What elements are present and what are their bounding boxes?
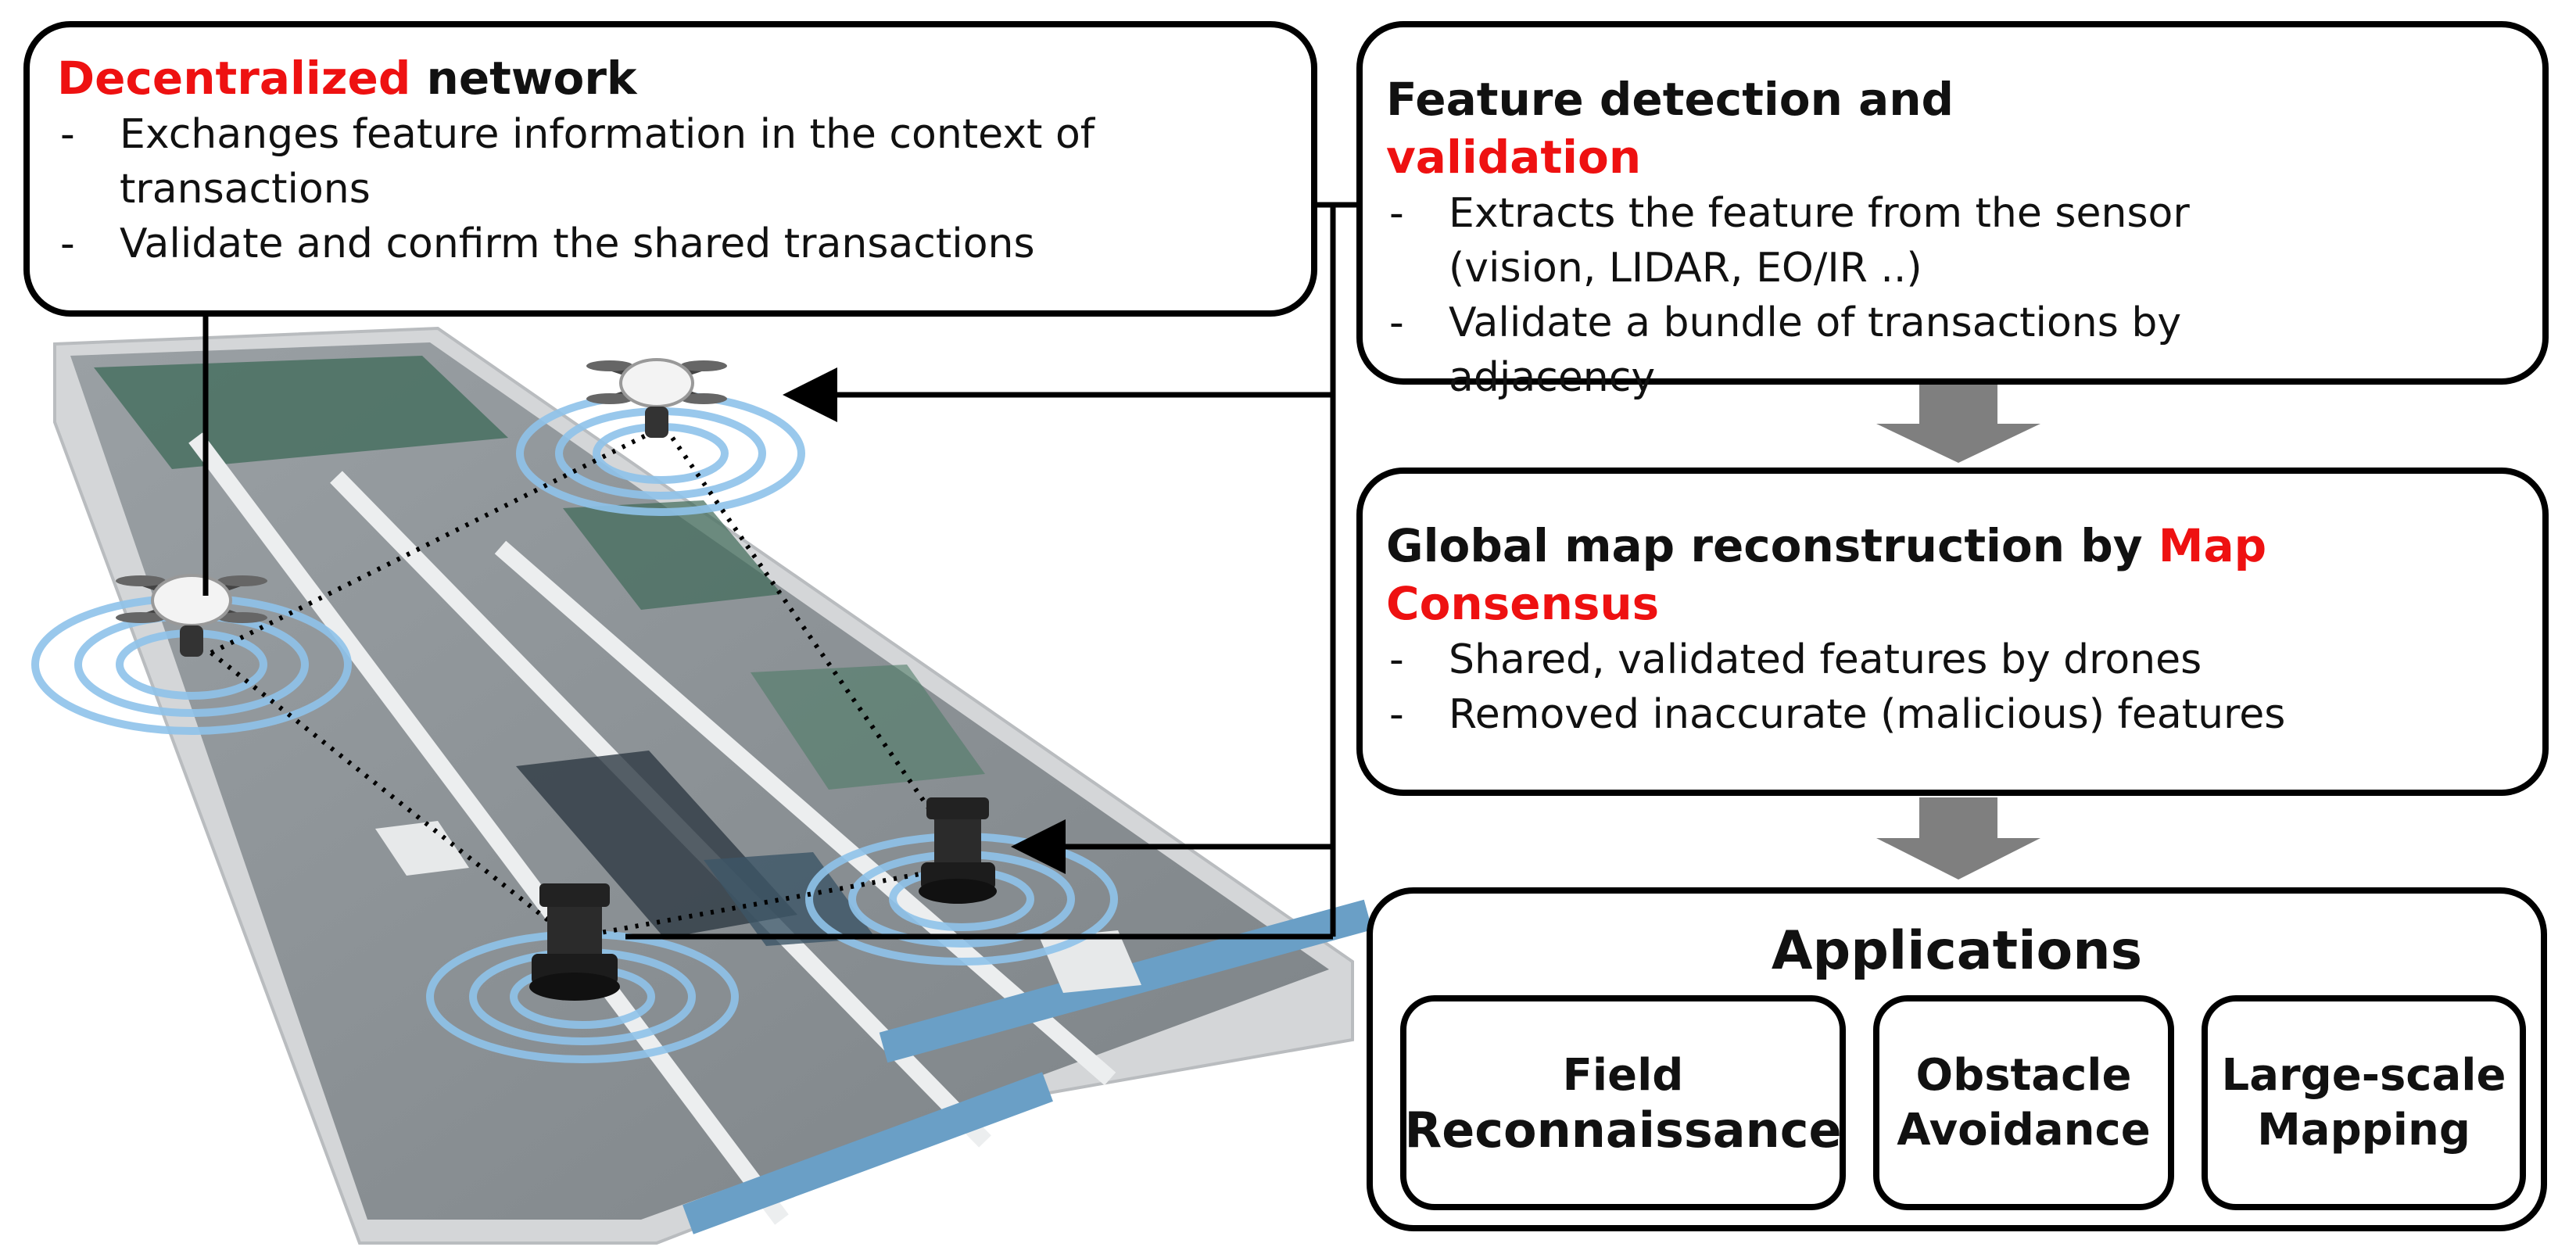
application-line: Field	[1562, 1049, 1684, 1101]
bullet-item: Extracts the feature from the sensor (vi…	[1386, 186, 2214, 296]
application-line: Reconnaissance	[1404, 1101, 1842, 1159]
decentralized-bullet-list: Exchanges feature information in the con…	[57, 107, 1280, 271]
application-line: Mapping	[2257, 1104, 2470, 1155]
bullet-item: Validate a bundle of transactions by adj…	[1386, 296, 2214, 405]
flow-arrow	[1876, 797, 2040, 880]
decentralized-network-box: Decentralized network Exchanges feature …	[23, 21, 1317, 317]
network-connectors	[202, 202, 1360, 940]
title-plain: Feature detection and	[1386, 73, 1954, 126]
bullet-item: Shared, validated features by drones	[1386, 632, 2309, 687]
title-rest: network	[410, 52, 637, 105]
drone-icon	[586, 358, 727, 438]
title-highlight: validation	[1386, 131, 1642, 184]
title-highlight: Map Consensus	[1386, 519, 2267, 630]
map-reconstruction-box: Global map reconstruction by Map Consens…	[1356, 468, 2549, 796]
map-reconstruction-title: Global map reconstruction by Map Consens…	[1386, 517, 2270, 632]
application-line: Avoidance	[1897, 1104, 2151, 1155]
communication-links	[210, 432, 956, 940]
bullet-item: Validate and confirm the shared transact…	[57, 217, 1280, 271]
ground-robot-icon	[529, 883, 620, 1001]
application-line: Obstacle	[1915, 1049, 2132, 1101]
title-plain: Global map reconstruction by	[1386, 519, 2159, 572]
flow-arrow	[1876, 385, 2040, 463]
factory-floor-illustration	[53, 326, 1373, 1245]
feature-detection-bullet-list: Extracts the feature from the sensor (vi…	[1386, 186, 2214, 405]
drone-icon	[116, 574, 267, 657]
application-line: Large-scale	[2221, 1049, 2506, 1101]
feature-detection-title: Feature detection and validation	[1386, 70, 2214, 186]
bullet-item: Removed inaccurate (malicious) features	[1386, 687, 2309, 742]
applications-title: Applications	[1771, 920, 2143, 982]
map-reconstruction-bullet-list: Shared, validated features by drones Rem…	[1386, 632, 2309, 742]
title-highlight: Decentralized	[57, 52, 411, 105]
decentralized-network-title: Decentralized network	[57, 49, 1280, 107]
feature-detection-box: Feature detection and validation Extract…	[1356, 21, 2549, 401]
ground-robot-icon	[919, 797, 997, 904]
bullet-item: Exchanges feature information in the con…	[57, 107, 1280, 217]
